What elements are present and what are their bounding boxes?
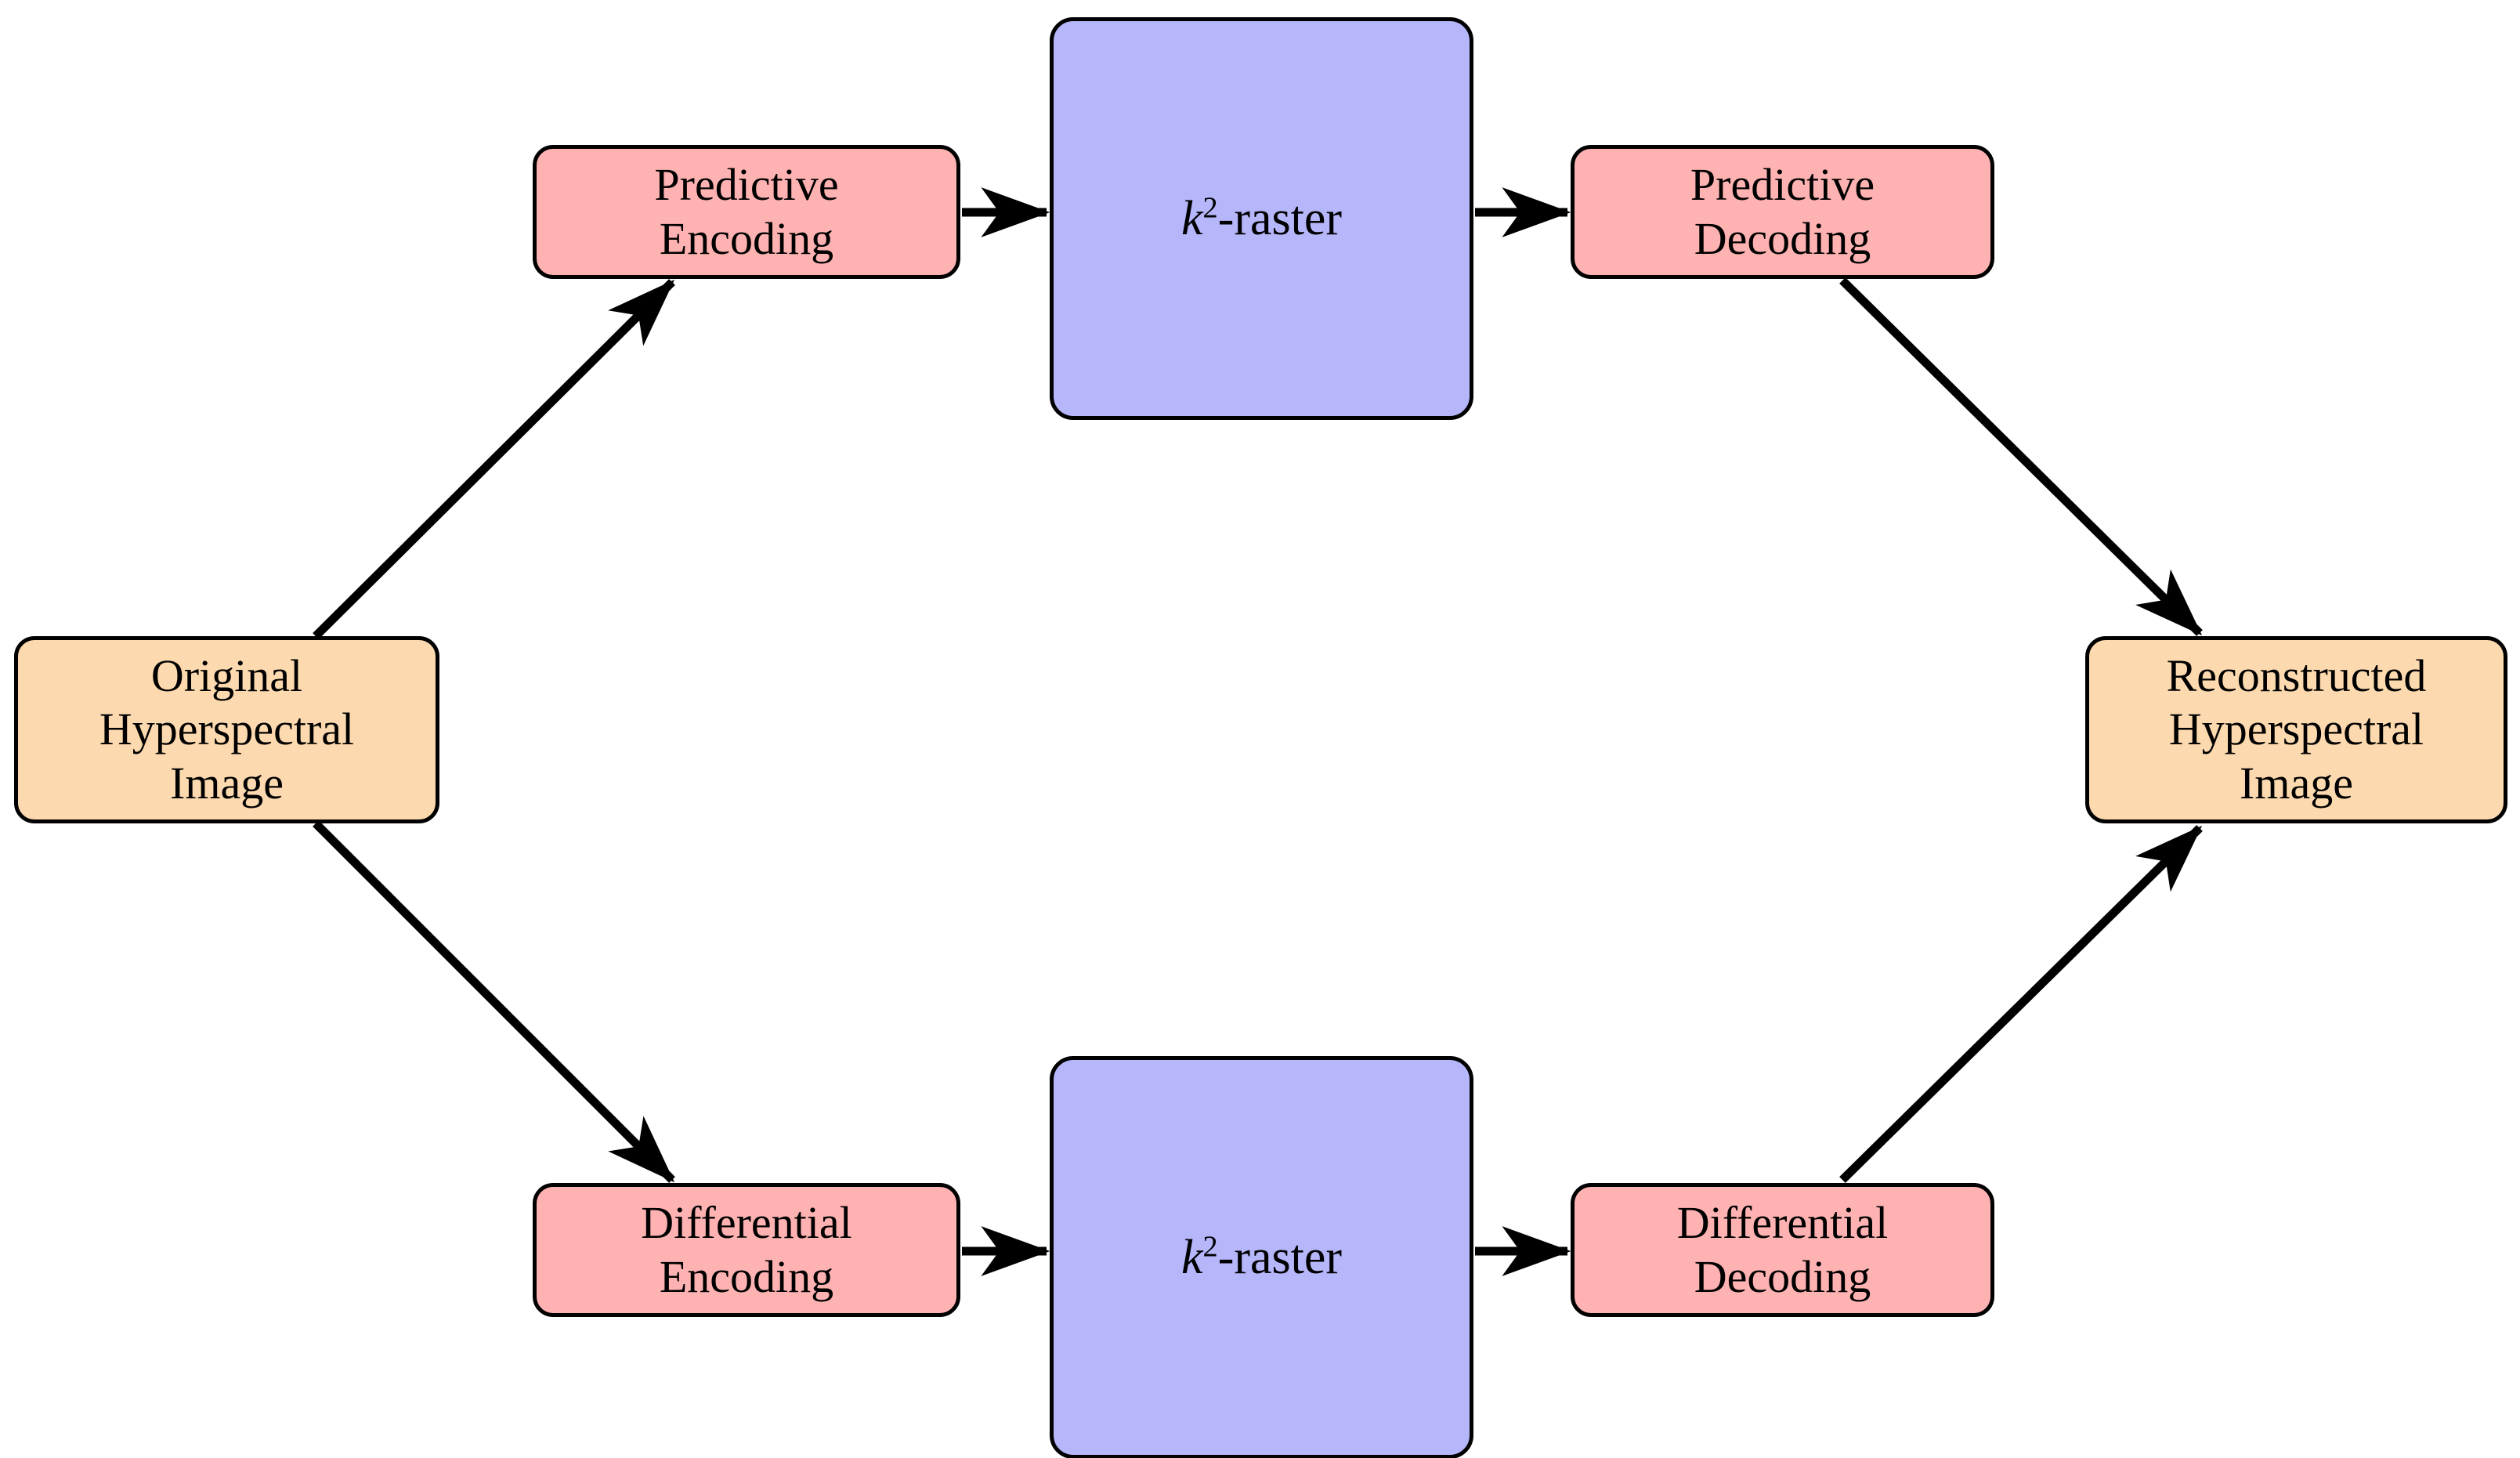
node-reconstructed-label: Reconstructed Hyperspectral Image [2166,649,2427,809]
node-differential-decoding-label: Differential Decoding [1676,1197,1889,1302]
node-k2-raster-top: k2-raster [1050,17,1473,420]
node-predictive-decoding: Predictive Decoding [1571,145,1994,279]
edge-original-to-differential-encoding [313,820,675,1183]
node-original-label: Original Hyperspectral Image [99,649,355,809]
k2-exponent-top: 2 [1202,190,1218,224]
node-k2-raster-bottom: k2-raster [1050,1056,1473,1458]
edge-original-to-predictive-encoding [313,279,675,639]
k2-suffix-top: -raster [1217,191,1343,245]
k2-variable-bottom: k [1180,1230,1203,1284]
edge-differential-decoding-to-reconstructed [1839,825,2203,1183]
node-predictive-encoding: Predictive Encoding [533,145,960,279]
k2-variable-top: k [1180,191,1203,245]
node-differential-encoding-label: Differential Encoding [641,1197,852,1302]
node-differential-encoding: Differential Encoding [533,1183,960,1317]
node-predictive-encoding-label: Predictive Encoding [654,159,839,264]
node-reconstructed-hyperspectral-image: Reconstructed Hyperspectral Image [2085,636,2507,823]
node-k2-raster-bottom-label: k2-raster [1181,1230,1342,1286]
node-differential-decoding: Differential Decoding [1571,1183,1994,1317]
edge-predictive-decoding-to-reconstructed [1839,277,2203,636]
node-original-hyperspectral-image: Original Hyperspectral Image [14,636,439,823]
k2-suffix-bottom: -raster [1217,1230,1343,1284]
node-k2-raster-top-label: k2-raster [1181,191,1342,247]
k2-exponent-bottom: 2 [1202,1229,1218,1263]
node-predictive-decoding-label: Predictive Decoding [1690,159,1875,264]
